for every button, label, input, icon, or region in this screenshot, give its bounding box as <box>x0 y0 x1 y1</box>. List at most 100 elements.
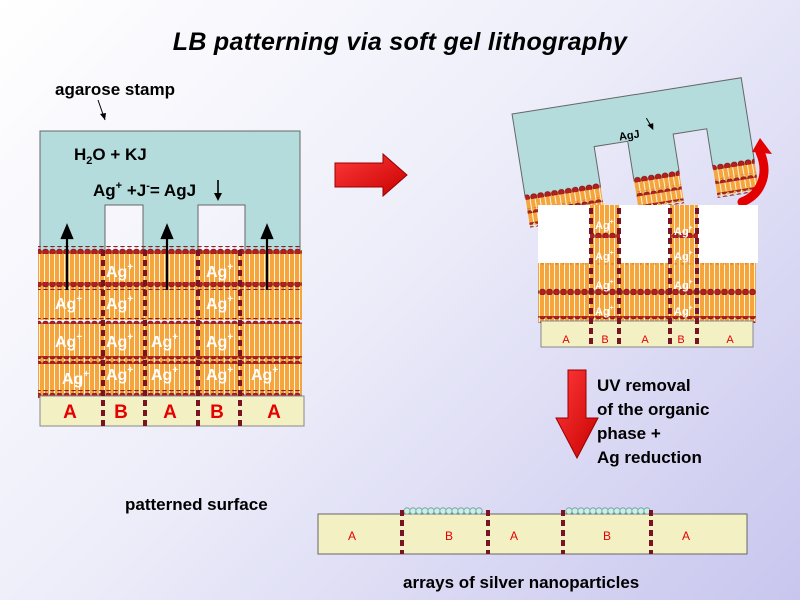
silver-nanoparticle <box>451 507 459 515</box>
transfer-arrow <box>334 152 408 198</box>
ag-ion-label: Ag+ <box>106 365 133 384</box>
lb-multilayer-left <box>38 246 302 398</box>
stamp-pointer-arrowhead <box>100 113 106 120</box>
left-substrate <box>39 395 305 427</box>
substrate-domain-label: A <box>726 334 734 346</box>
substrate-domain-label: A <box>682 529 690 543</box>
silver-nanoparticle <box>565 507 573 515</box>
upward-arrow-head <box>160 223 174 240</box>
removed-region <box>698 205 758 263</box>
precipitation-arrowhead <box>214 193 222 201</box>
ag-ions-left: Ag+ Ag+ Ag+ Ag+ Ag+ Ag+ Ag+ Ag+ Ag+ Ag+ … <box>55 262 278 388</box>
upward-arrow-head <box>260 223 274 240</box>
silver-nanoparticle <box>463 507 471 515</box>
right-substrate-labels: A B A B A <box>562 334 734 346</box>
silver-nanoparticle <box>439 507 447 515</box>
silver-nanoparticle <box>577 507 585 515</box>
nanoparticle-array <box>403 507 651 515</box>
substrate-domain-label: B <box>114 402 128 423</box>
ag-ion-label: Ag+ <box>206 294 233 313</box>
nanoparticle-caption: arrays of silver nanoparticles <box>403 573 640 592</box>
substrate-domain-label: A <box>562 334 570 346</box>
domain-dividers-final <box>400 510 653 554</box>
ag-ion-label: Ag+ <box>595 250 614 263</box>
patterned-surface-label: patterned surface <box>125 495 268 514</box>
down-arrow <box>555 369 599 460</box>
substrate-domain-label: A <box>63 402 77 423</box>
silver-nanoparticle <box>619 507 627 515</box>
silver-nanoparticle <box>415 507 423 515</box>
ag-ion-label: Ag+ <box>251 365 278 384</box>
process-step-line: Ag reduction <box>597 448 702 467</box>
upward-arrow-head <box>60 223 74 240</box>
substrate-domain-label: A <box>163 402 177 423</box>
silver-nanoparticle <box>433 507 441 515</box>
substrate-domain-label: B <box>603 529 611 543</box>
silver-nanoparticle <box>571 507 579 515</box>
reaction-equation: Ag+ +J-= AgJ <box>93 180 196 200</box>
silver-nanoparticle <box>583 507 591 515</box>
ag-ion-label: Ag+ <box>674 305 693 318</box>
final-substrate-labels: A B A B A <box>348 529 690 543</box>
left-substrate-labels: A B A B A <box>63 402 281 423</box>
substrate-domain-label: B <box>601 334 608 346</box>
silver-nanoparticle <box>595 507 603 515</box>
silver-nanoparticle <box>421 507 429 515</box>
lb-multilayer-right <box>538 205 758 323</box>
agj-label: AgJ <box>618 128 640 143</box>
silver-nanoparticle <box>625 507 633 515</box>
ag-ion-label: Ag+ <box>674 279 693 292</box>
diffusion-arrows <box>60 223 274 290</box>
reagent-formula: H2O + KJ <box>74 145 147 167</box>
final-surface: A B A B A <box>317 507 748 555</box>
ag-ion-label: Ag+ <box>674 250 693 263</box>
removed-region <box>620 205 670 263</box>
silver-nanoparticle <box>403 507 411 515</box>
ag-ion-label: Ag+ <box>206 262 233 281</box>
ag-ion-label: Ag+ <box>106 262 133 281</box>
substrate-domain-label: A <box>510 529 518 543</box>
ag-ion-label: Ag+ <box>151 365 178 384</box>
ag-ions-right: Ag+ Ag+ Ag+ Ag+ Ag+ Ag+ Ag+ Ag+ <box>595 219 693 318</box>
ag-ion-label: Ag+ <box>151 332 178 351</box>
silver-nanoparticle <box>445 507 453 515</box>
agarose-stamp-label: agarose stamp <box>55 80 175 99</box>
process-step-text: UV removal of the organic phase + Ag red… <box>597 374 709 470</box>
headgroup-row <box>38 318 302 326</box>
right-substrate <box>540 320 754 348</box>
substrate-domain-label: A <box>348 529 356 543</box>
headgroup-row <box>38 246 302 254</box>
ag-ion-label: Ag+ <box>595 305 614 318</box>
silver-nanoparticle <box>475 507 483 515</box>
silver-nanoparticle <box>637 507 645 515</box>
ag-ion-label: Ag+ <box>674 225 693 238</box>
ag-ion-label: Ag+ <box>106 294 133 313</box>
lift-arrow-curve <box>737 147 769 207</box>
ag-ion-label: Ag+ <box>106 332 133 351</box>
domain-dividers-right <box>589 208 699 347</box>
headgroup-row <box>38 390 302 398</box>
substrate-domain-label: B <box>445 529 453 543</box>
removed-region <box>538 205 590 263</box>
ag-ion-label: Ag+ <box>206 365 233 384</box>
silver-nanoparticle <box>613 507 621 515</box>
process-step-line: of the organic <box>597 400 710 419</box>
silver-nanoparticle <box>631 507 639 515</box>
process-step-line: phase + <box>597 424 661 443</box>
ag-ion-label: Ag+ <box>55 332 82 351</box>
agj-pointer-head <box>647 123 654 131</box>
ag-ion-label: Ag+ <box>595 279 614 292</box>
silver-nanoparticle <box>601 507 609 515</box>
silver-nanoparticle <box>427 507 435 515</box>
headgroup-row <box>38 282 302 290</box>
silver-nanoparticle <box>409 507 417 515</box>
substrate-domain-label: B <box>210 402 224 423</box>
substrate-domain-label: A <box>641 334 649 346</box>
substrate-domain-label: B <box>677 334 684 346</box>
silver-nanoparticle <box>457 507 465 515</box>
lift-arrow-head <box>752 138 772 154</box>
ag-ion-label: Ag+ <box>55 294 82 313</box>
ag-ion-label: Ag+ <box>206 332 233 351</box>
